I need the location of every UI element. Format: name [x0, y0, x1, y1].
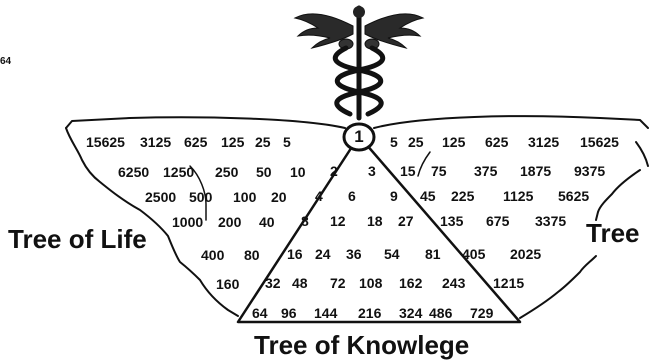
left-tree-value: 500: [189, 189, 213, 205]
triangle-value: 54: [384, 246, 400, 262]
right-tree-value: 25: [408, 134, 424, 150]
right-tree-value: 75: [431, 163, 447, 179]
left-tree-value: 400: [201, 247, 225, 263]
triangle-values: 2 3 4 6 9 8 12 18 27 16 24 36 54 81 32 48 72 108 162 243 64 9…: [252, 163, 494, 321]
left-tree-value: 1000: [172, 214, 203, 230]
corner-label: 64: [0, 56, 12, 67]
triangle-value: 18: [367, 213, 383, 229]
triangle-value: 8: [301, 213, 309, 229]
left-tree-value: 5: [283, 134, 291, 150]
left-tree-value: 20: [271, 189, 287, 205]
triangle-value: 144: [314, 305, 338, 321]
left-tree-value: 125: [221, 134, 245, 150]
triangle-value: 36: [346, 246, 362, 262]
triangle-value: 96: [281, 305, 297, 321]
right-tree-value: 9375: [574, 163, 605, 179]
triangle-value: 64: [252, 305, 268, 321]
left-tree-value: 25: [255, 134, 271, 150]
right-tree-value: 3125: [528, 134, 559, 150]
right-tree-value: 675: [486, 213, 510, 229]
right-tree-value: 135: [440, 213, 464, 229]
left-tree-value: 40: [259, 214, 275, 230]
left-tree-value: 200: [218, 214, 242, 230]
right-tree-value: 225: [451, 188, 475, 204]
left-tree-value: 160: [216, 276, 240, 292]
triangle-value: 24: [315, 246, 331, 262]
right-tree-value: 1215: [493, 275, 524, 291]
left-tree-value: 250: [215, 164, 239, 180]
caduceus-icon: [295, 6, 423, 118]
left-tree-value: 625: [184, 134, 208, 150]
triangle-value: 729: [470, 305, 494, 321]
triangle-value: 324: [399, 305, 423, 321]
left-tree-value: 3125: [140, 134, 171, 150]
triangle-value: 27: [398, 213, 414, 229]
triangle-value: 243: [442, 275, 466, 291]
triangle-value: 162: [399, 275, 423, 291]
triangle-value: 6: [348, 188, 356, 204]
triangle-value: 32: [265, 275, 281, 291]
right-tree-value: 375: [474, 163, 498, 179]
tree-of-knowledge-label: Tree of Knowlege: [254, 330, 469, 360]
left-tree-value: 2500: [145, 189, 176, 205]
left-tree-value: 15625: [86, 134, 125, 150]
triangle-value: 9: [390, 188, 398, 204]
triangle-value: 4: [315, 188, 323, 204]
triangle-value: 12: [330, 213, 346, 229]
right-tree-value: 2025: [510, 246, 541, 262]
right-tree-value: 45: [420, 188, 436, 204]
left-tree-value: 50: [256, 164, 272, 180]
left-tree-value: 1250: [163, 164, 194, 180]
right-tree-value: 625: [485, 134, 509, 150]
triangle-value: 486: [429, 305, 453, 321]
left-tree-value: 80: [244, 247, 260, 263]
right-tree-value: 125: [442, 134, 466, 150]
triangle-value: 2: [330, 163, 338, 179]
triangle-value: 72: [330, 275, 346, 291]
triangle-value: 81: [425, 246, 441, 262]
left-tree-value: 10: [290, 164, 306, 180]
tree-of-life-label: Tree of Life: [8, 224, 147, 254]
left-tree-value: 100: [233, 189, 257, 205]
apex-node: 1: [344, 124, 374, 150]
triangle-value: 48: [292, 275, 308, 291]
triangle-value: 3: [368, 163, 376, 179]
right-tree-value: 1125: [503, 188, 534, 204]
right-tree-value: 5: [390, 134, 398, 150]
right-tree-value: 405: [462, 246, 486, 262]
right-tree-value: 15: [400, 163, 416, 179]
tree-label: Tree: [586, 218, 640, 248]
right-tree-value: 15625: [580, 134, 619, 150]
right-tree-value: 3375: [535, 213, 566, 229]
left-tree-value: 6250: [118, 164, 149, 180]
apex-value: 1: [354, 127, 363, 146]
triangle-value: 216: [358, 305, 382, 321]
right-tree-value: 1875: [520, 163, 551, 179]
triangle-value: 16: [287, 246, 303, 262]
right-tree-value: 5625: [558, 188, 589, 204]
triangle-value: 108: [359, 275, 383, 291]
